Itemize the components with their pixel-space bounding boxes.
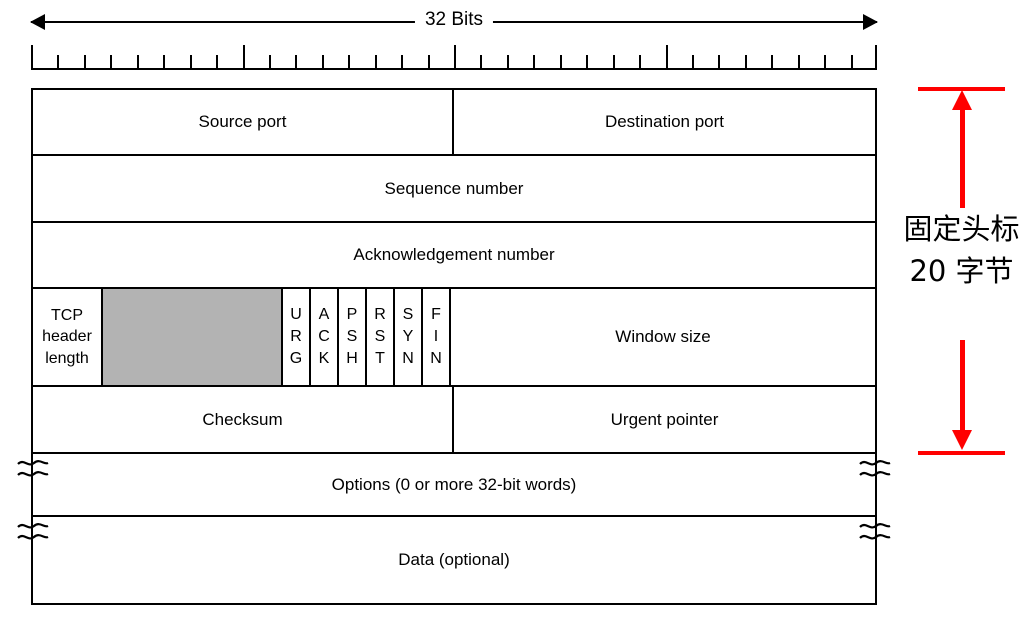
- ruler-tick-23: [639, 55, 642, 70]
- field-window-size: Window size: [615, 327, 711, 347]
- flag-urg-char-3: G: [289, 349, 303, 367]
- table-row-options: Options (0 or more 32-bit words): [17, 454, 891, 517]
- ruler-tick-17: [480, 55, 483, 70]
- bracket-upper-stem: [960, 108, 965, 208]
- bit-width-label: 32 Bits: [414, 6, 494, 34]
- flag-rst-char-3: T: [375, 349, 385, 367]
- flag-fin: F I N: [423, 289, 451, 385]
- field-tcp-header-length: TCP header length: [33, 289, 103, 385]
- hdrlen-line-3: length: [45, 349, 89, 367]
- ruler-tick-8: [242, 45, 245, 70]
- field-options: Options (0 or more 32-bit words): [331, 474, 577, 494]
- ruler-tick-2: [83, 55, 86, 70]
- bracket-bottom-cap: [918, 451, 1005, 455]
- ruler-tick-13: [374, 55, 377, 70]
- flag-psh-char-1: P: [346, 306, 358, 324]
- ruler-tick-19: [533, 55, 536, 70]
- ruler-tick-10: [295, 55, 298, 70]
- flag-rst: R S T: [367, 289, 395, 385]
- ruler-tick-27: [744, 55, 747, 70]
- table-row-ports: Source port Destination port: [33, 90, 875, 156]
- hdrlen-line-1: TCP: [51, 307, 83, 325]
- flag-urg: U R G: [283, 289, 311, 385]
- bit-ruler: [31, 45, 877, 70]
- flag-psh: P S H: [339, 289, 367, 385]
- field-sequence-number: Sequence number: [384, 178, 524, 198]
- flag-syn-char-2: Y: [402, 328, 414, 346]
- ruler-tick-21: [586, 55, 589, 70]
- ruler-tick-32: [875, 45, 877, 70]
- flag-syn: S Y N: [395, 289, 423, 385]
- field-acknowledgement-number: Acknowledgement number: [353, 245, 555, 265]
- flag-ack-char-3: K: [318, 349, 330, 367]
- ruler-tick-0: [31, 45, 33, 70]
- ruler-tick-24: [665, 45, 668, 70]
- ruler-tick-31: [850, 55, 853, 70]
- table-row-acknowledgement: Acknowledgement number: [33, 223, 875, 289]
- flag-ack-char-2: C: [318, 328, 330, 346]
- tcp-header-table: Source port Destination port Sequence nu…: [17, 88, 891, 605]
- field-destination-port: Destination port: [604, 112, 725, 132]
- ruler-tick-12: [348, 55, 351, 70]
- flag-fin-char-1: F: [431, 306, 441, 324]
- ruler-tick-7: [216, 55, 219, 70]
- table-row-data: Data (optional): [17, 517, 891, 603]
- flag-psh-char-2: S: [346, 328, 358, 346]
- flag-urg-char-1: U: [290, 306, 302, 324]
- field-urgent-pointer: Urgent pointer: [610, 409, 719, 429]
- flag-fin-char-2: I: [433, 328, 439, 346]
- table-row-checksum: Checksum Urgent pointer: [33, 387, 875, 454]
- table-row-sequence: Sequence number: [33, 156, 875, 223]
- ruler-tick-6: [189, 55, 192, 70]
- ruler-tick-28: [771, 55, 774, 70]
- flag-syn-char-1: S: [402, 306, 414, 324]
- ruler-tick-29: [797, 55, 800, 70]
- ruler-tick-20: [559, 55, 562, 70]
- flag-rst-char-2: S: [374, 328, 386, 346]
- annotation-labels: 固定头标 20 字节: [890, 208, 1033, 292]
- ruler-tick-15: [427, 55, 430, 70]
- field-source-port: Source port: [33, 90, 454, 154]
- arrow-left-icon: [30, 14, 45, 30]
- ruler-tick-26: [718, 55, 721, 70]
- field-reserved: [103, 289, 283, 385]
- arrow-up-icon: [952, 90, 972, 110]
- ruler-tick-18: [506, 55, 509, 70]
- field-checksum: Checksum: [33, 387, 454, 452]
- flag-rst-char-1: R: [374, 306, 386, 324]
- bit-width-span: 32 Bits: [30, 6, 878, 36]
- ruler-tick-3: [110, 55, 113, 70]
- ruler-tick-1: [57, 55, 60, 70]
- ruler-tick-9: [268, 55, 271, 70]
- fixed-header-annotation: 固定头标 20 字节: [890, 80, 1033, 465]
- ruler-tick-22: [612, 55, 615, 70]
- ruler-tick-16: [454, 45, 456, 70]
- annotation-line-2: 20 字节: [909, 254, 1014, 289]
- ruler-tick-4: [136, 55, 139, 70]
- flag-urg-char-2: R: [290, 328, 302, 346]
- ruler-tick-11: [321, 55, 324, 70]
- flag-psh-char-3: H: [346, 349, 358, 367]
- table-row-flags: TCP header length U R G A C K P S H R: [33, 289, 875, 387]
- ruler-tick-30: [824, 55, 827, 70]
- ruler-tick-5: [163, 55, 166, 70]
- field-data: Data (optional): [398, 550, 510, 570]
- arrow-down-icon: [952, 430, 972, 450]
- flag-fin-char-3: N: [430, 349, 442, 367]
- flag-syn-char-3: N: [402, 349, 414, 367]
- flag-ack-char-1: A: [318, 306, 330, 324]
- flag-ack: A C K: [311, 289, 339, 385]
- ruler-tick-25: [691, 55, 694, 70]
- annotation-line-1: 固定头标: [903, 212, 1020, 246]
- ruler-tick-14: [401, 55, 404, 70]
- hdrlen-line-2: header: [42, 328, 92, 346]
- bracket-lower-stem: [960, 340, 965, 440]
- bracket-top-cap: [918, 87, 1005, 91]
- arrow-right-icon: [863, 14, 878, 30]
